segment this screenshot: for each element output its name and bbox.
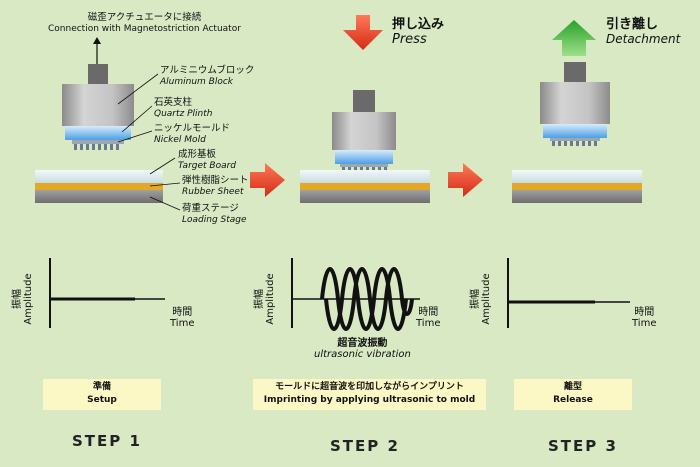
actuator-rod-2 — [353, 90, 375, 112]
connection-label: 磁歪アクチュエータに接続 Connection with Magnetostri… — [48, 12, 241, 34]
nickel-mold-teeth — [74, 144, 119, 150]
part-label-nickel: ニッケルモールド Nickel Mold — [154, 123, 231, 145]
part-label-rubber: 弾性樹脂シート Rubber Sheet — [182, 175, 249, 197]
rubber-sheet-3 — [512, 183, 642, 190]
step-arrow-2 — [448, 163, 483, 197]
rubber-sheet — [35, 183, 163, 190]
step3-apparatus — [512, 20, 642, 203]
loading-stage — [35, 190, 163, 203]
part-label-quartz: 石英支柱 Quartz Plinth — [154, 97, 213, 119]
actuator-rod — [88, 64, 108, 84]
caption-setup: 準備 Setup — [43, 379, 161, 410]
quartz-plinth-2 — [335, 150, 393, 164]
step-2-label: STEP 2 — [330, 437, 400, 455]
nickel-mold-teeth-2 — [342, 167, 387, 172]
nickel-mold-3 — [550, 138, 600, 141]
step1-apparatus — [35, 37, 181, 211]
aluminum-block-2 — [332, 112, 396, 150]
graph-1 — [49, 258, 165, 328]
press-label: 押し込み Press — [392, 17, 445, 47]
vibration-label: 超音波振動 ultrasonic vibration — [314, 338, 411, 360]
ultrasonic-wave-a — [320, 267, 414, 331]
caption-imprinting: モールドに超音波を印加しながらインプリント Imprinting by appl… — [253, 379, 486, 410]
aluminum-block-3 — [540, 82, 610, 124]
loading-stage-3 — [512, 190, 642, 203]
nickel-mold — [72, 140, 124, 144]
nickel-mold-2 — [340, 164, 388, 167]
part-label-aluminum: アルミニウムブロック Aluminum Block — [160, 65, 255, 87]
connection-arrow-head — [93, 37, 101, 44]
caption-release: 離型 Release — [514, 379, 632, 410]
step-3-label: STEP 3 — [548, 437, 618, 455]
step-arrow-1 — [250, 163, 285, 197]
target-board — [35, 170, 163, 183]
step2-apparatus — [300, 15, 430, 203]
part-label-stage: 荷重ステージ Loading Stage — [182, 203, 247, 225]
nickel-mold-teeth-3 — [552, 141, 597, 146]
rubber-sheet-2 — [300, 183, 430, 190]
connection-label-en: Connection with Magnetostriction Actuato… — [48, 23, 241, 34]
graph-3 — [507, 258, 630, 328]
ultrasonic-wave-b — [324, 267, 408, 331]
quartz-plinth — [65, 126, 131, 140]
loading-stage-2 — [300, 190, 430, 203]
actuator-rod-3 — [564, 62, 586, 82]
graph1-x-label: 時間 Time — [170, 307, 195, 329]
detach-label: 引き離し Detachment — [606, 17, 681, 46]
press-arrow — [343, 15, 383, 50]
detach-arrow — [552, 20, 596, 56]
part-label-board: 成形基板 Target Board — [178, 149, 237, 171]
aluminum-block — [62, 84, 134, 126]
graph2-x-label: 時間 Time — [416, 307, 441, 329]
quartz-plinth-3 — [543, 124, 607, 138]
graph-2 — [291, 258, 420, 331]
connection-label-jp: 磁歪アクチュエータに接続 — [87, 12, 202, 23]
target-board-3 — [512, 170, 642, 183]
graph3-x-label: 時間 Time — [632, 307, 657, 329]
target-board-2 — [300, 170, 430, 183]
leader-lines — [117, 73, 181, 211]
step-1-label: STEP 1 — [72, 432, 142, 450]
